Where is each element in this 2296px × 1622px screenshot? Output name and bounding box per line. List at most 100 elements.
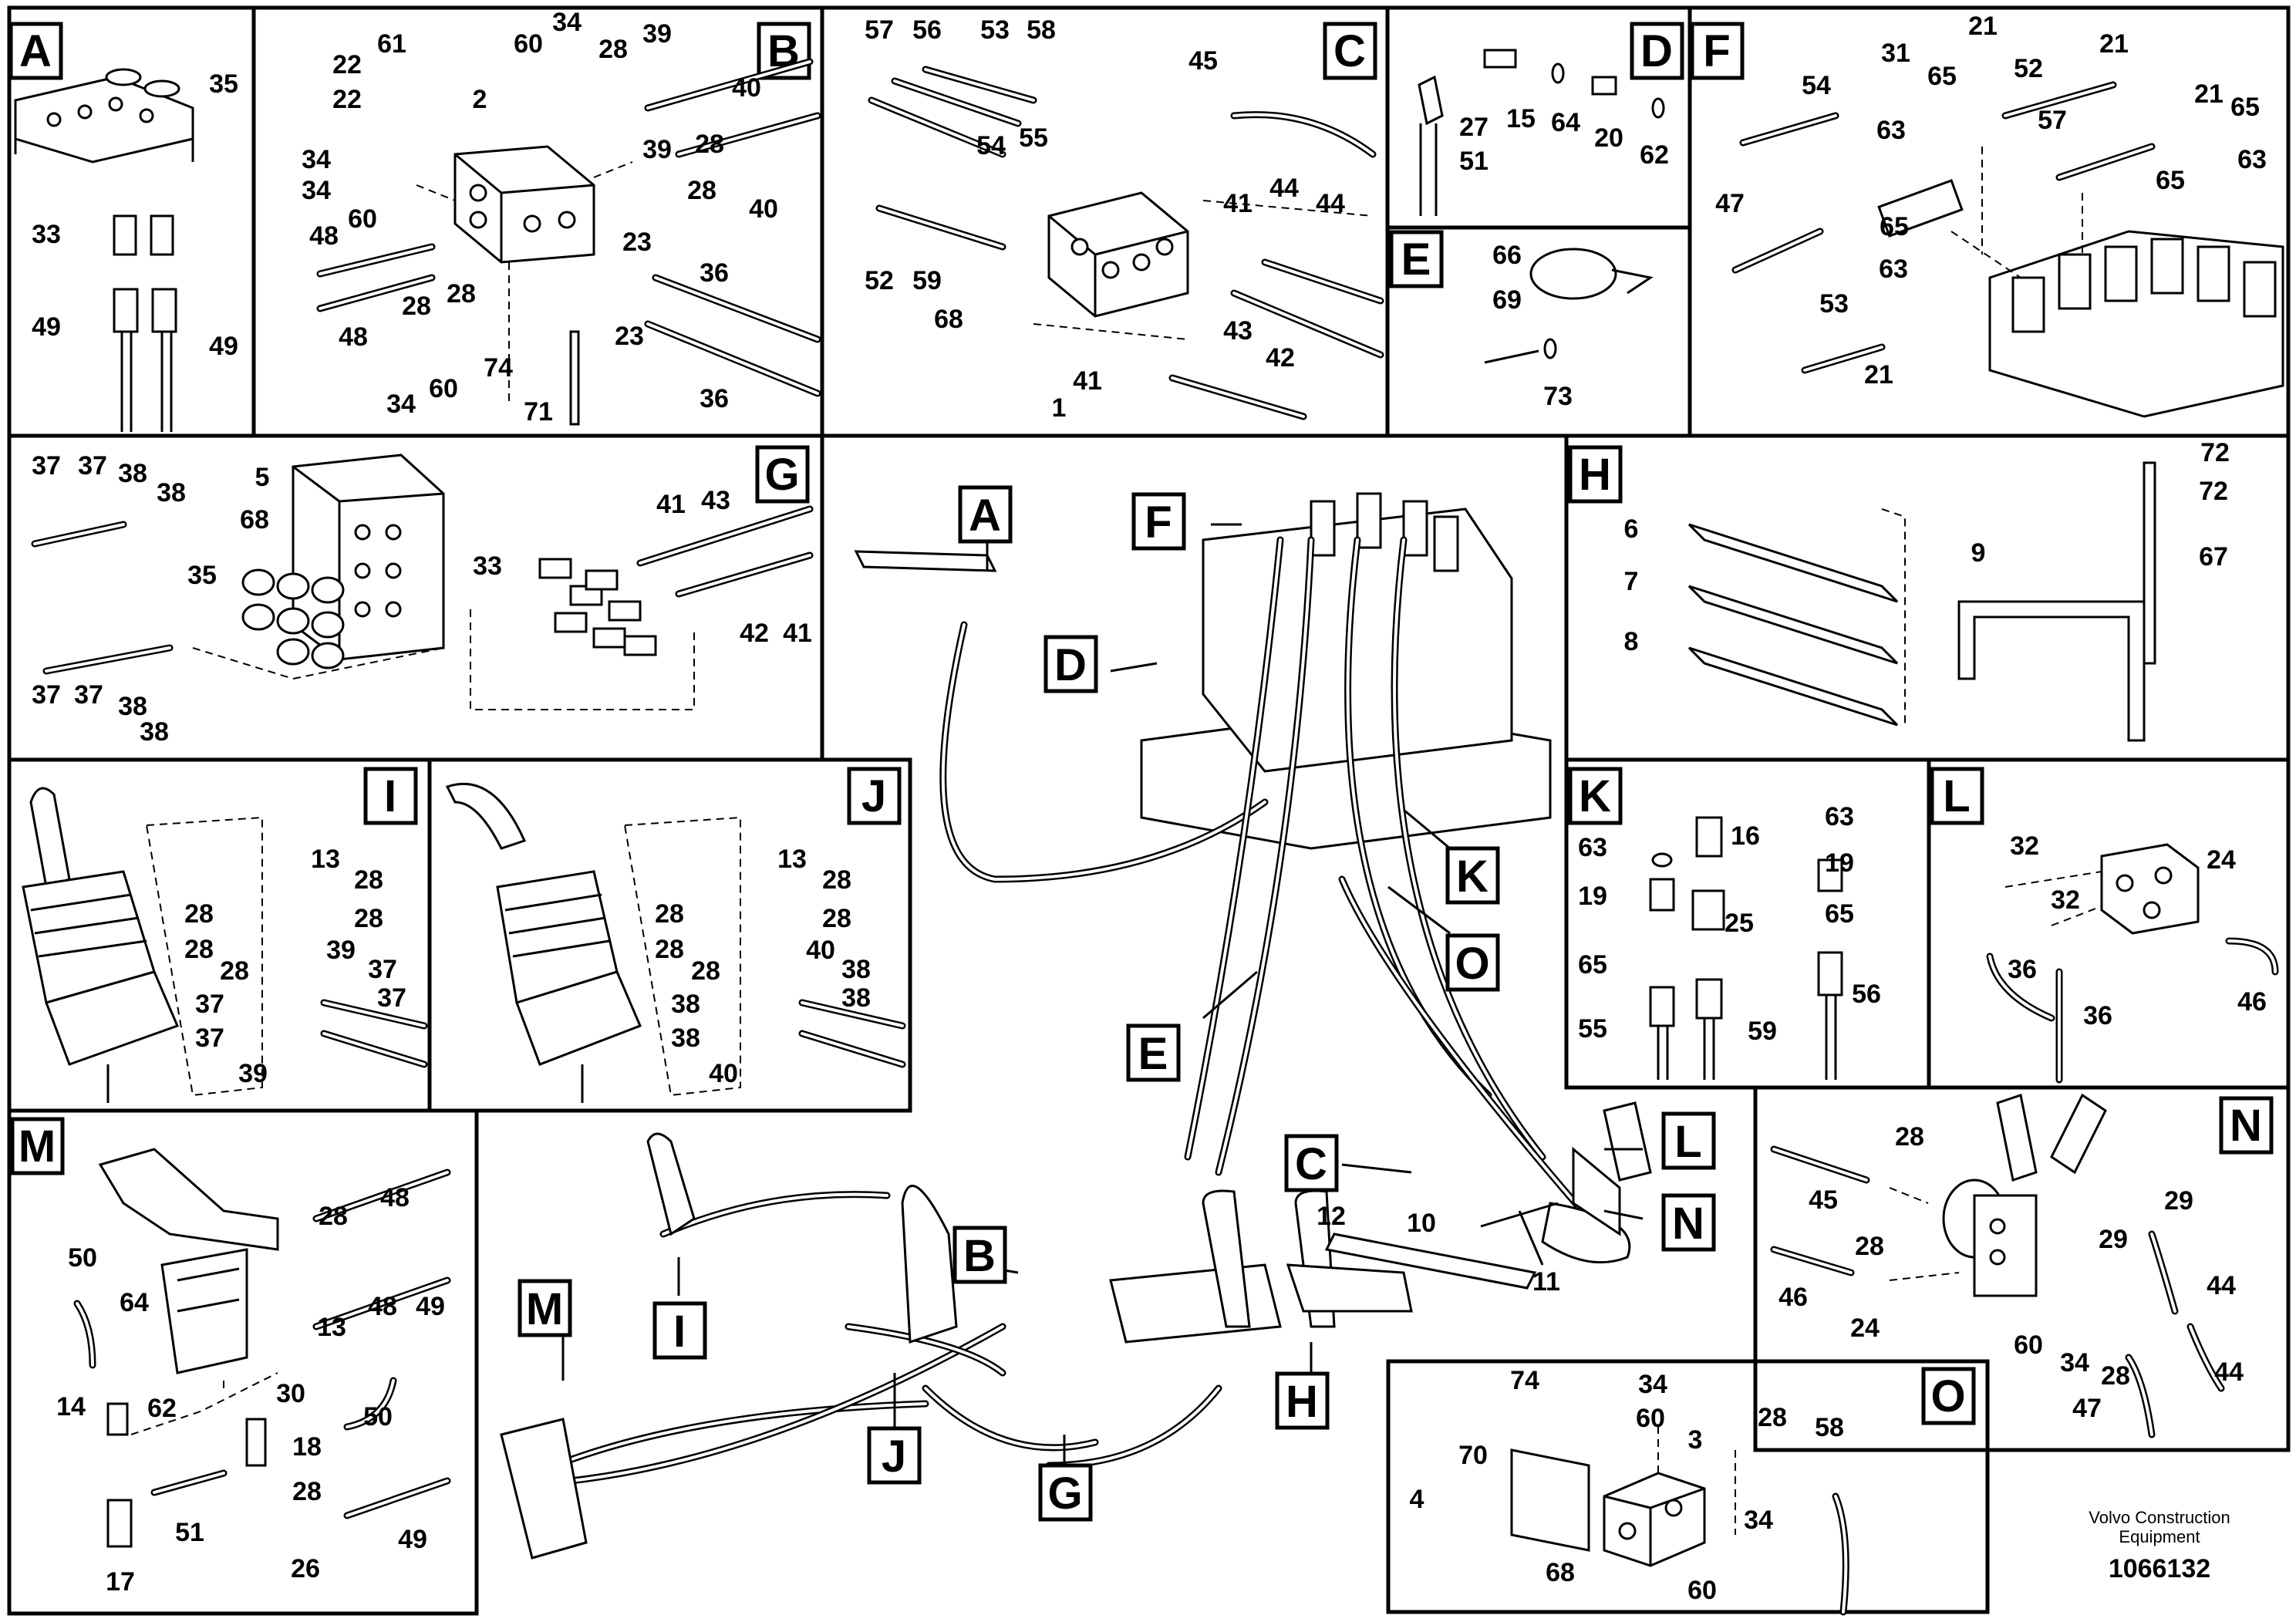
part-label-m: 28	[292, 1477, 322, 1506]
part-label-f: 65	[1880, 212, 1909, 241]
callout-n: N	[1661, 1193, 1716, 1252]
part-label-i: 28	[354, 904, 383, 933]
part-label-l: 36	[2008, 955, 2037, 984]
svg-text:E: E	[1401, 234, 1431, 285]
svg-text:A: A	[19, 26, 52, 76]
part-label-b: 71	[524, 397, 553, 427]
part-label-j: 13	[777, 845, 807, 874]
part-label-k: 55	[1578, 1014, 1607, 1044]
panel-frames	[7, 5, 2291, 1616]
part-label-b: 28	[598, 35, 628, 64]
part-label-i: 39	[238, 1059, 268, 1088]
callout-g: G	[1038, 1463, 1093, 1522]
svg-text:J: J	[882, 1431, 906, 1482]
part-label-c: 55	[1019, 123, 1048, 153]
svg-text:K: K	[1456, 851, 1489, 902]
callout-o: O	[1445, 933, 1500, 992]
svg-text:B: B	[963, 1231, 996, 1281]
part-label-g: 5	[255, 463, 270, 492]
part-label-f: 63	[1876, 116, 1906, 145]
callout-c: C	[1284, 1134, 1339, 1192]
part-label-g: 37	[32, 680, 61, 710]
part-label-a: 49	[209, 332, 238, 361]
svg-text:N: N	[2230, 1101, 2262, 1151]
part-label-o: 70	[1458, 1441, 1488, 1470]
part-label-n: 60	[2014, 1330, 2043, 1360]
part-label-b: 40	[732, 73, 761, 103]
callout-k: K	[1445, 846, 1500, 905]
callout-a: A	[958, 485, 1013, 544]
panel-e-illustration	[1484, 248, 1654, 364]
svg-text:O: O	[1455, 939, 1489, 989]
panel-badges: A B C D E F G H I J K L M N O	[8, 22, 2274, 1425]
part-label-i: 28	[184, 935, 214, 964]
part-label-o: 60	[1687, 1576, 1717, 1605]
panel-i-illustration	[22, 787, 428, 1103]
panel-badge-h: H	[1568, 445, 1623, 504]
part-label-g: 43	[701, 486, 730, 515]
part-label-k: 65	[1578, 950, 1607, 980]
part-label-i: 13	[311, 845, 340, 874]
part-label-h: 67	[2199, 542, 2228, 572]
svg-text:F: F	[1145, 497, 1172, 548]
part-label-j: 28	[691, 956, 720, 986]
part-label-m: 50	[68, 1243, 97, 1273]
panel-badge-j: J	[847, 767, 902, 825]
part-label-b: 23	[615, 322, 644, 351]
panel-badge-f: F	[1690, 22, 1745, 80]
part-label-j: 38	[671, 990, 700, 1019]
svg-text:H: H	[1286, 1377, 1318, 1427]
svg-text:L: L	[1943, 771, 1970, 821]
part-label-m: 18	[292, 1432, 322, 1462]
panel-h-illustration	[1687, 461, 2156, 742]
part-label-b: 28	[695, 130, 724, 159]
part-label-b: 22	[332, 85, 362, 114]
svg-text:E: E	[1138, 1029, 1168, 1079]
part-label-n: 28	[1895, 1122, 1924, 1152]
part-label-k: 59	[1748, 1017, 1777, 1046]
callout-f: F	[1131, 492, 1186, 551]
part-label-d: 27	[1459, 113, 1489, 142]
callout-j: J	[867, 1426, 922, 1485]
part-label-m: 49	[398, 1525, 427, 1554]
part-label-c: 43	[1223, 316, 1253, 346]
part-label-f: 65	[2230, 93, 2260, 122]
panel-a-illustration	[14, 68, 194, 432]
svg-text:O: O	[1930, 1371, 1965, 1421]
part-label-b: 60	[348, 204, 377, 234]
part-label-b: 39	[642, 19, 672, 49]
part-label-b: 60	[429, 374, 458, 403]
part-label-m: 28	[319, 1202, 348, 1231]
panel-j-illustration	[445, 782, 906, 1103]
part-label-k: 16	[1731, 821, 1760, 851]
part-label-g: 37	[32, 451, 61, 481]
part-label-k: 25	[1725, 909, 1754, 938]
part-label-c: 1	[1052, 393, 1067, 423]
part-label-h: 7	[1624, 567, 1639, 596]
part-label-c: 41	[1223, 189, 1253, 218]
panel-k-illustration	[1649, 816, 1843, 1080]
part-label-g: 42	[740, 619, 769, 648]
part-label-k: 19	[1825, 848, 1854, 878]
part-label-b: 40	[749, 194, 778, 224]
part-label-g: 41	[656, 490, 686, 519]
part-label-i: 28	[220, 956, 249, 986]
part-label-f: 65	[1927, 62, 1957, 91]
part-label-c: 41	[1073, 366, 1102, 396]
part-label-f: 47	[1715, 189, 1745, 218]
part-label-j: 40	[709, 1059, 738, 1088]
svg-text:C: C	[1295, 1139, 1327, 1189]
part-label-i: 37	[195, 990, 224, 1019]
part-label-m: 50	[363, 1402, 393, 1431]
panel-badge-g: G	[755, 445, 810, 504]
part-label-i: 37	[368, 955, 397, 984]
panel-o-illustration	[1510, 1427, 1849, 1616]
part-label-f: 21	[2194, 79, 2224, 109]
callout-i: I	[652, 1301, 707, 1360]
callout-e: E	[1126, 1023, 1181, 1082]
part-label-g: 35	[187, 561, 217, 590]
callout-h: H	[1275, 1371, 1330, 1430]
part-label-a: 49	[32, 312, 61, 342]
part-label-j: 40	[806, 936, 835, 965]
